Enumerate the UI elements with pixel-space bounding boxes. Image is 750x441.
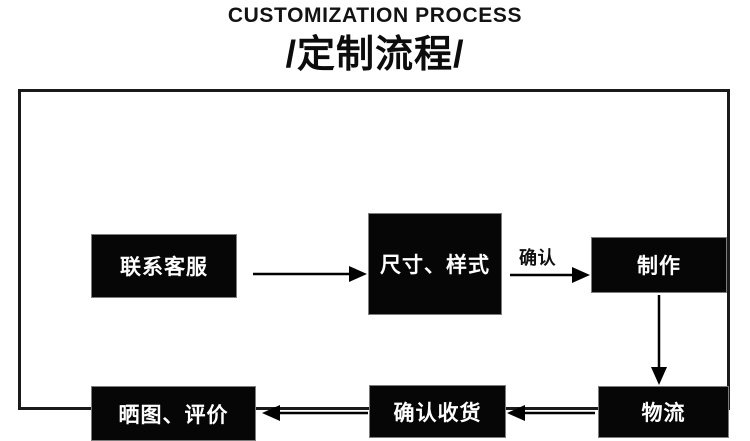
flow-node-review[interactable]: 晒图、评价 <box>91 386 256 441</box>
arrow-left-logistics-to-receive <box>507 403 595 423</box>
flow-node-receive[interactable]: 确认收货 <box>369 385 506 438</box>
page-title-english: CUSTOMIZATION PROCESS <box>227 4 523 27</box>
flow-node-contact[interactable]: 联系客服 <box>91 234 237 298</box>
flow-node-logistics[interactable]: 物流 <box>598 386 729 438</box>
arrow-down-produce-to-logistics <box>649 295 669 385</box>
arrow-left-receive-to-review <box>262 403 368 423</box>
arrow-label-confirm: 确认 <box>519 248 556 268</box>
page-title-chinese: /定制流程/ <box>285 34 465 76</box>
arrow-right-spec-to-produce <box>510 265 590 285</box>
diagram-frame: 联系客服 尺寸、样式 制作 物流 确认收货 晒图、评价 <box>18 89 730 441</box>
flow-node-spec[interactable]: 尺寸、样式 <box>368 213 502 315</box>
arrow-right-contact-to-spec <box>253 264 367 284</box>
flow-node-produce[interactable]: 制作 <box>591 237 727 293</box>
